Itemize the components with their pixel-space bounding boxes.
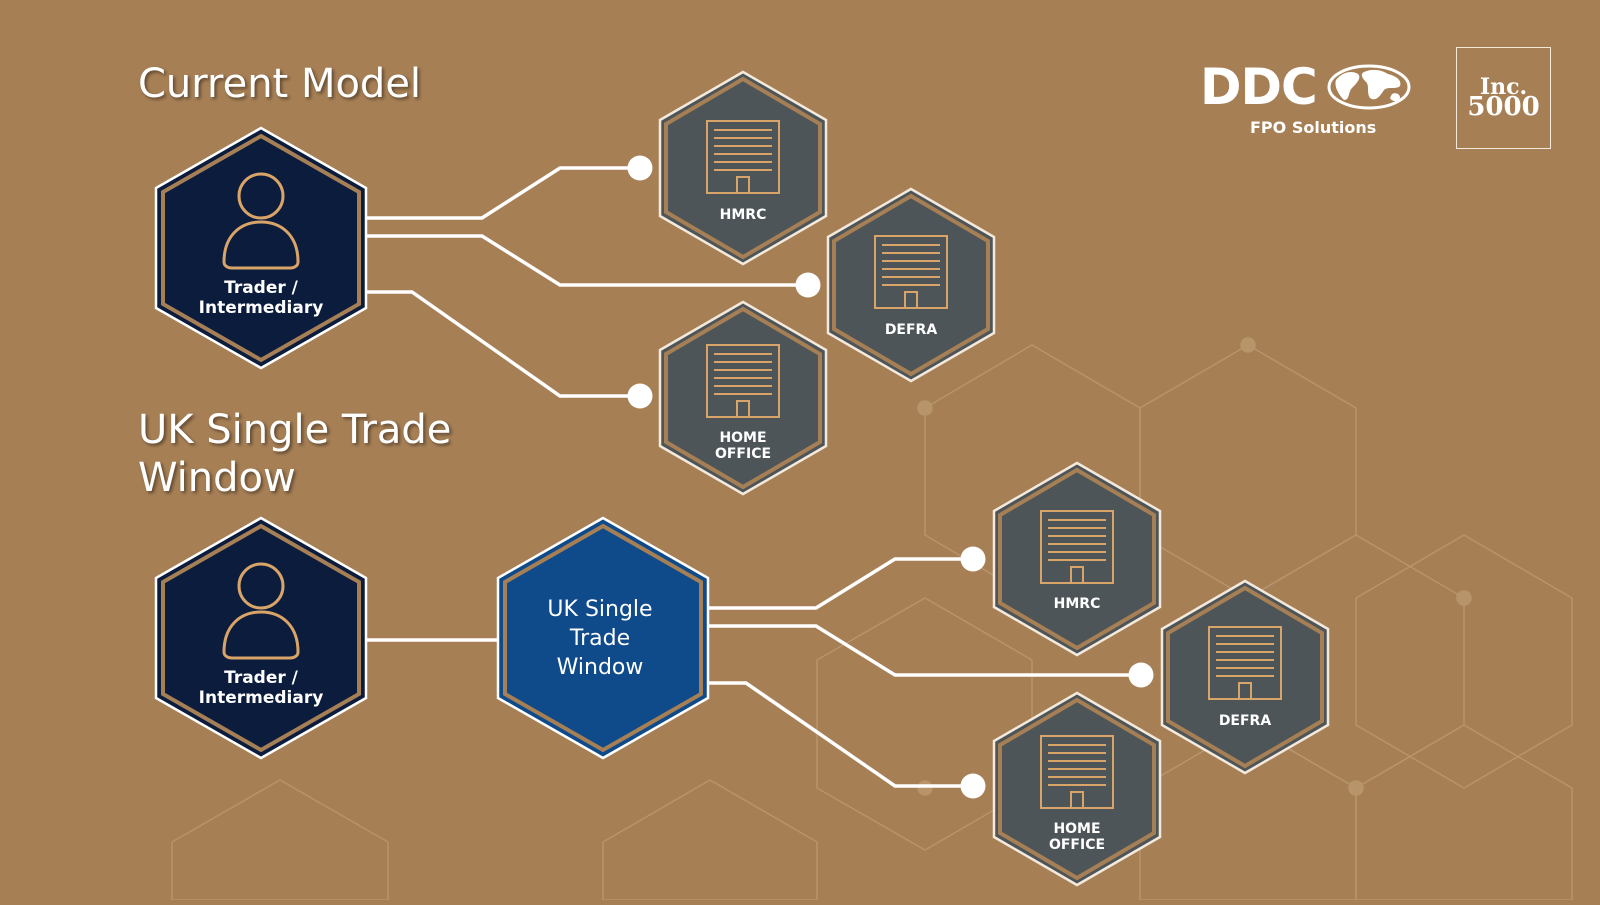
node-trader-current: Trader / Intermediary <box>154 126 368 370</box>
building-icon <box>706 344 780 418</box>
trader-label-line2: Intermediary <box>199 298 324 318</box>
connector-trader-home-office <box>364 290 640 398</box>
ddc-logo: DDC FPO Solutions <box>1200 58 1420 144</box>
building-icon <box>1208 626 1282 700</box>
connector-hub-defra <box>706 624 1141 677</box>
globe-icon <box>1327 64 1411 110</box>
trader-label-line2: Intermediary <box>199 688 324 708</box>
inc-badge-line1: Inc. <box>1479 74 1528 100</box>
building-icon <box>874 235 948 309</box>
connector-trader-defra <box>364 234 808 287</box>
node-hmrc-single-window: HMRC <box>992 461 1162 657</box>
person-icon <box>222 172 300 270</box>
single-window-connector-dots <box>960 546 1154 799</box>
trader-label-line1: Trader / <box>224 278 299 298</box>
inc-5000-badge: Inc. 5000 <box>1456 47 1551 149</box>
connector-dot-hmrc-2 <box>960 546 986 572</box>
connector-dot-hmrc <box>627 155 653 181</box>
single-window-connectors <box>364 557 1141 788</box>
connector-hub-home-office <box>706 681 973 788</box>
building-icon <box>706 120 780 194</box>
agency-label-defra-2: DEFRA <box>1219 713 1272 729</box>
node-trader-single-window: Trader / Intermediary <box>154 516 368 760</box>
node-home-office-single-window: HOME OFFICE <box>992 691 1162 887</box>
hub-label-line1: UK Single <box>547 597 652 622</box>
connector-dot-home-office-2 <box>960 773 986 799</box>
heading-current-model: Current Model <box>138 61 422 107</box>
heading-single-window-line1: UK Single Trade <box>138 407 452 453</box>
connector-trader-hmrc <box>364 166 640 220</box>
current-model-connector-dots <box>627 155 821 409</box>
current-model-connectors <box>364 166 808 398</box>
agency-label-home-office-line2-2: OFFICE <box>1049 837 1105 853</box>
hub-label-line2: Trade <box>569 626 630 651</box>
connector-dot-defra <box>795 272 821 298</box>
hub-label-line3: Window <box>557 655 644 680</box>
node-defra-current: DEFRA <box>826 187 996 383</box>
agency-label-home-office-line2: OFFICE <box>715 446 771 462</box>
node-uk-single-trade-window: UK Single Trade Window <box>496 516 710 760</box>
building-icon <box>1040 510 1114 584</box>
agency-label-home-office-line1: HOME <box>719 430 766 446</box>
connector-dot-defra-2 <box>1128 662 1154 688</box>
agency-label-hmrc: HMRC <box>720 207 767 223</box>
person-icon <box>222 562 300 660</box>
trader-label-line1: Trader / <box>224 668 299 688</box>
inc-badge-line2: 5000 <box>1467 92 1540 122</box>
ddc-tagline: FPO Solutions <box>1250 118 1377 137</box>
building-icon <box>1040 735 1114 809</box>
node-defra-single-window: DEFRA <box>1160 579 1330 775</box>
connector-dot-home-office <box>627 383 653 409</box>
agency-label-defra: DEFRA <box>885 322 938 338</box>
heading-single-window-line2: Window <box>138 455 296 501</box>
node-hmrc-current: HMRC <box>658 70 828 266</box>
connector-hub-hmrc <box>706 557 973 610</box>
node-home-office-current: HOME OFFICE <box>658 300 828 496</box>
ddc-brand-text: DDC <box>1200 58 1318 116</box>
agency-label-hmrc-2: HMRC <box>1054 596 1101 612</box>
agency-label-home-office-line1-2: HOME <box>1053 821 1100 837</box>
